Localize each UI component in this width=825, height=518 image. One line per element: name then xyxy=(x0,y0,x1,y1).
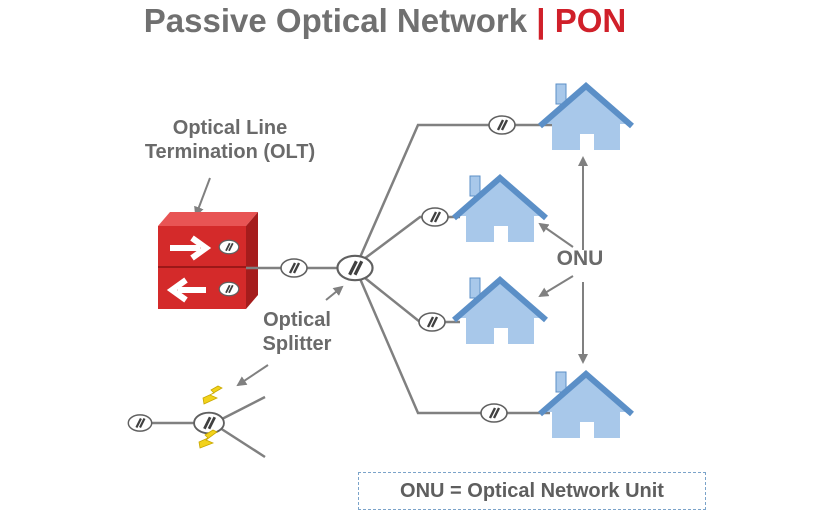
olt-label: Optical Line Termination (OLT) xyxy=(100,116,360,164)
splitter-pointer-arrow xyxy=(325,285,344,301)
splitter-label: Optical Splitter xyxy=(232,308,362,356)
legend-box: ONU = Optical Network Unit xyxy=(358,472,706,510)
olt-label-line1: Optical Line xyxy=(172,117,288,139)
arrow-right-icon xyxy=(170,235,212,261)
fault-spark-icon xyxy=(198,385,223,449)
olt-device-icon xyxy=(158,212,258,309)
house-icon xyxy=(540,372,632,438)
drop-connector-4 xyxy=(479,402,509,424)
house-icon xyxy=(454,176,546,242)
example-connector xyxy=(127,413,153,433)
olt-label-line2: Termination (OLT) xyxy=(144,141,316,163)
title-separator: | xyxy=(536,2,546,39)
feeder-connector xyxy=(279,257,309,279)
legend-text: ONU = Optical Network Unit xyxy=(400,479,664,502)
drop-connector-3 xyxy=(417,311,447,333)
drop-connector-1 xyxy=(487,114,517,136)
house-icon xyxy=(540,84,632,150)
title-main: Passive Optical Network xyxy=(143,2,528,39)
onu-arrows xyxy=(538,156,588,364)
title-accent: PON xyxy=(554,2,627,39)
splitter-label-line2: Splitter xyxy=(262,333,332,355)
splitter-example-arrow xyxy=(236,364,269,387)
splitter-label-line1: Optical xyxy=(263,309,331,331)
olt-pointer-arrow xyxy=(194,177,211,217)
splitter-icon xyxy=(335,254,375,282)
page-title: Passive Optical Network | PON xyxy=(0,2,770,40)
arrow-left-icon xyxy=(166,277,206,303)
onu-label: ONU xyxy=(556,247,604,270)
example-splitter-icon xyxy=(192,411,226,435)
house-icon xyxy=(454,278,546,344)
drop-connector-2 xyxy=(420,206,450,228)
